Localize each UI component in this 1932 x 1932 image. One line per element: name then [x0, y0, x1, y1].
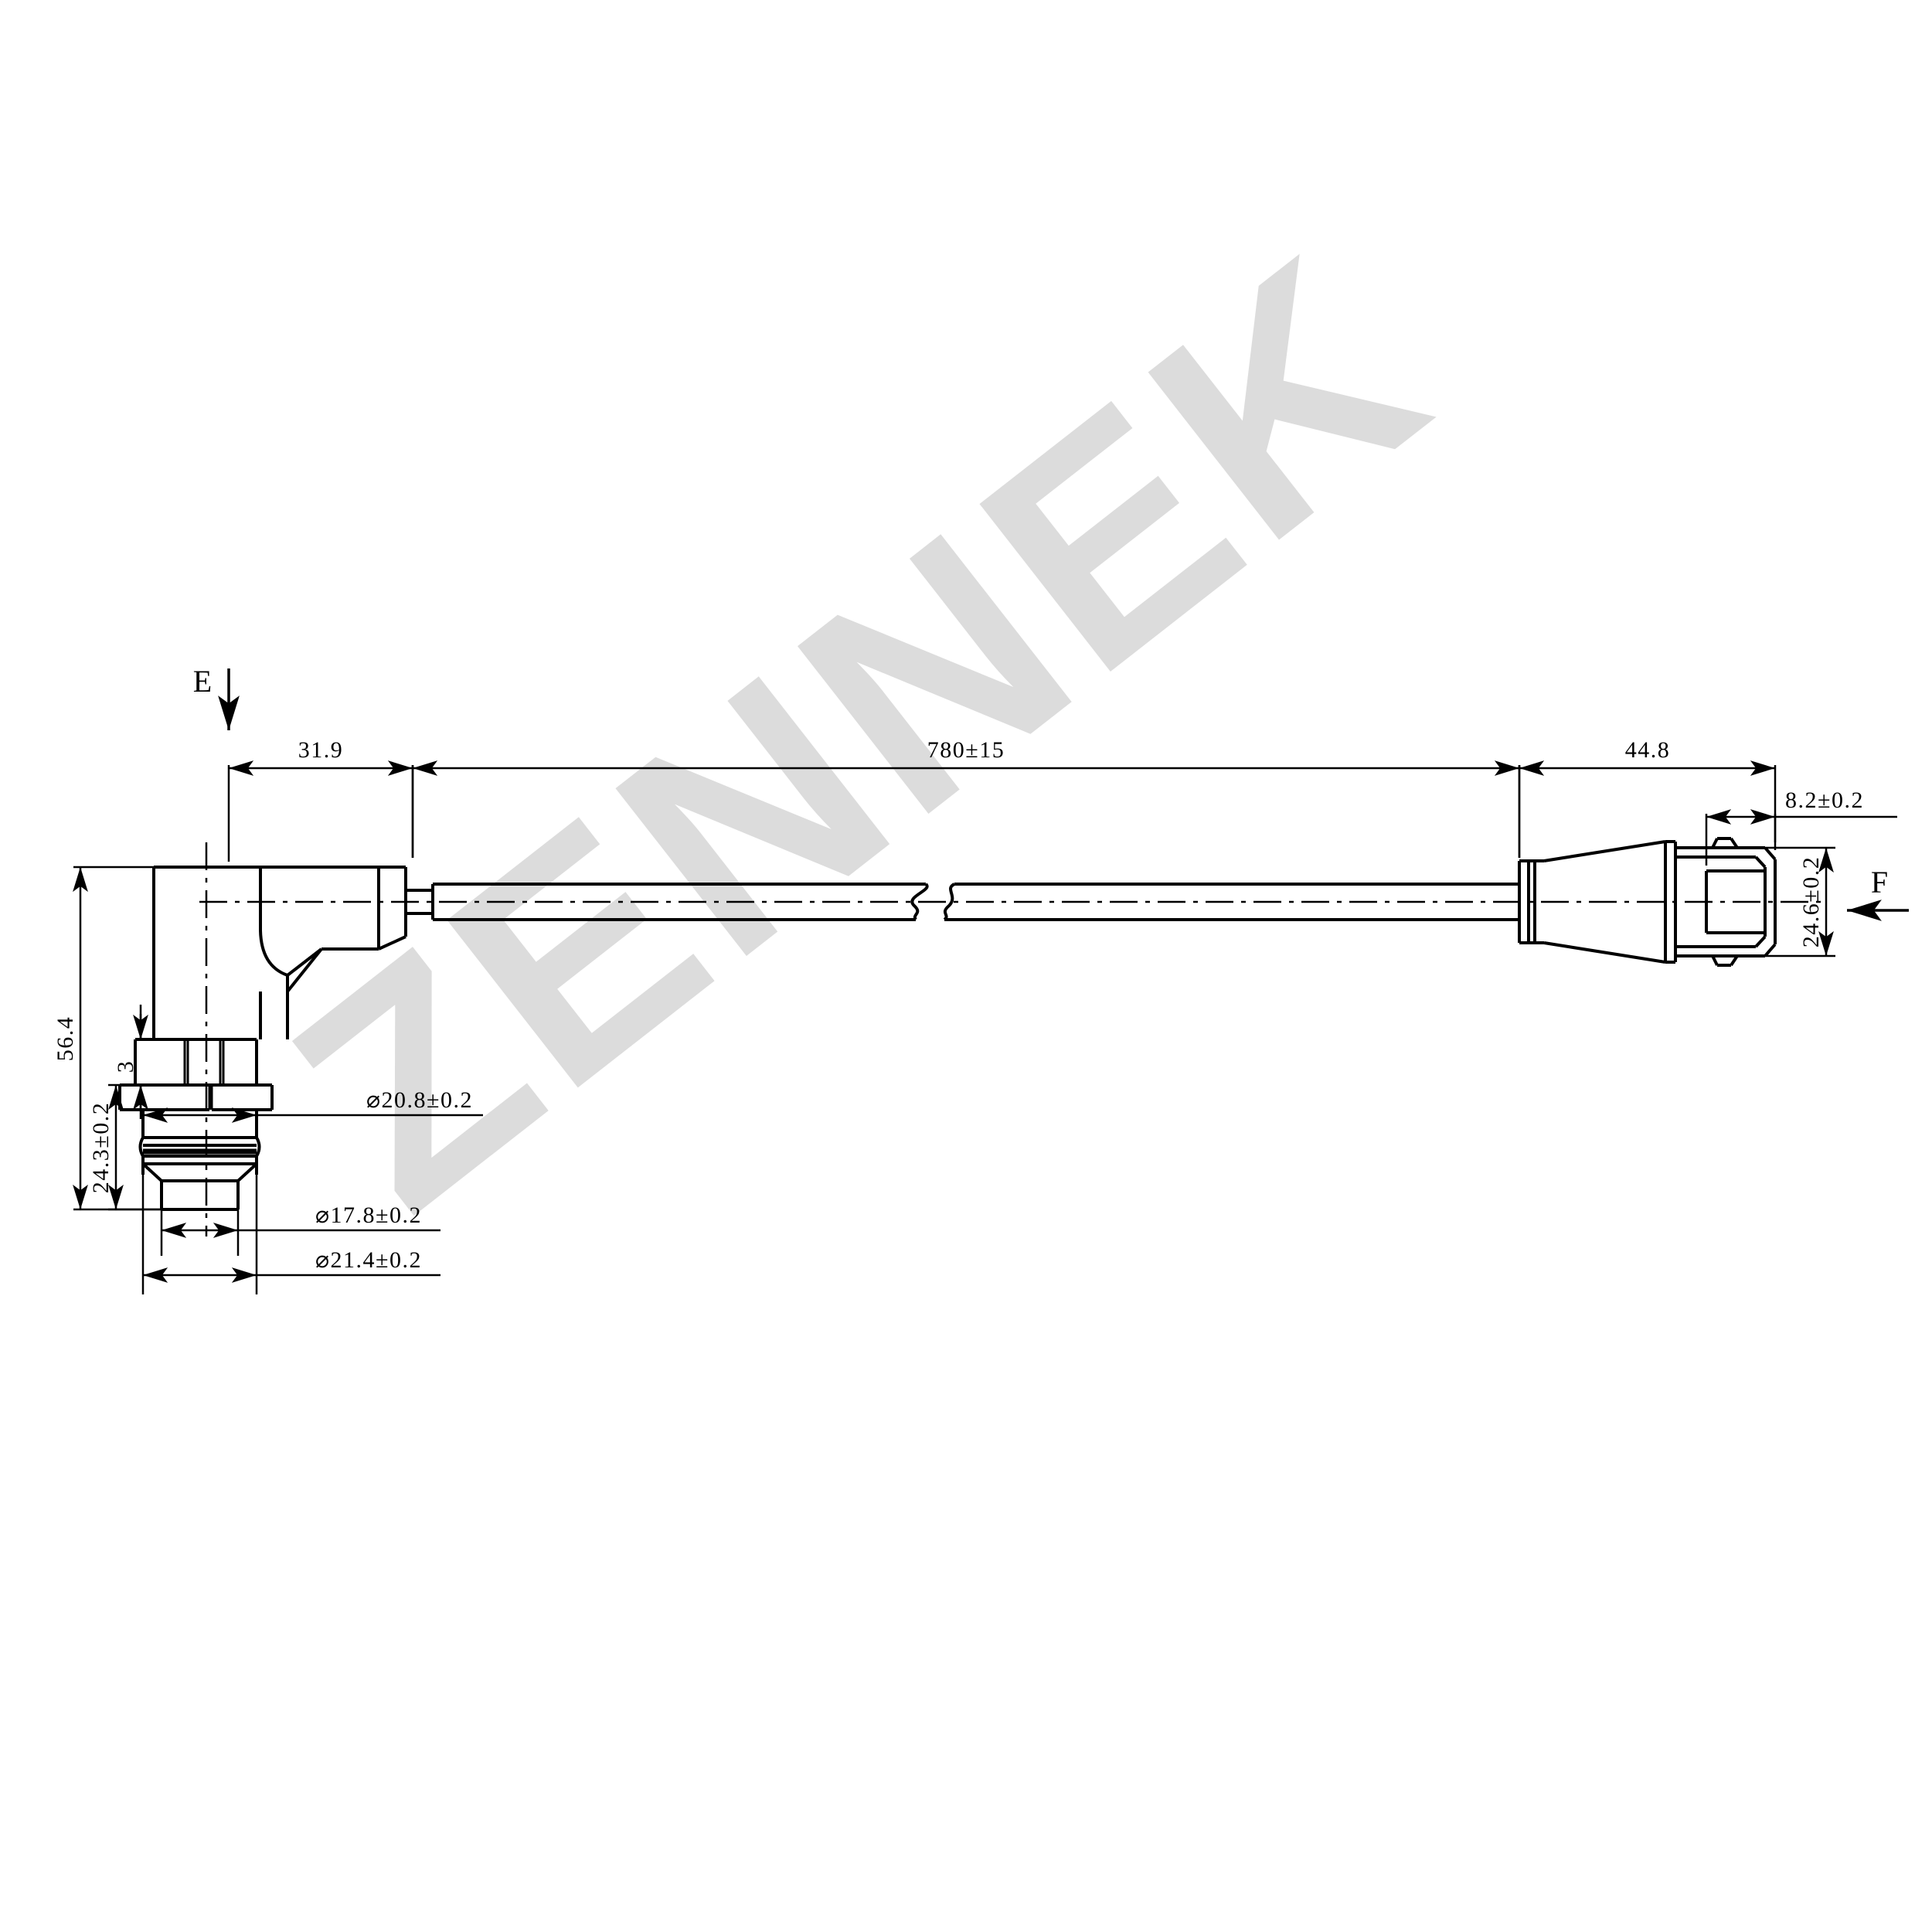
cable-right	[943, 883, 1519, 921]
dim-text-3: 3	[113, 1060, 138, 1073]
dim-text-24-3: 24.3±0.2	[88, 1102, 114, 1193]
dim-31-9	[227, 760, 414, 862]
sensor-shaft-body	[160, 1181, 240, 1211]
dim-8-2	[1705, 809, 1897, 866]
dim-text-44-8: 44.8	[1625, 737, 1671, 763]
dim-text-24-6: 24.6±0.2	[1798, 856, 1824, 947]
dim-text-dia-20-8: ⌀20.8±0.2	[366, 1087, 473, 1113]
dim-text-780: 780±15	[927, 737, 1005, 763]
dim-24-6	[1765, 846, 1835, 957]
dim-dia-17-8	[160, 1209, 440, 1256]
dim-text-31-9: 31.9	[298, 737, 344, 763]
sensor-oring-groove	[138, 1110, 261, 1165]
dim-text-56-4: 56.4	[53, 1016, 78, 1062]
dim-dia-21-4	[141, 1164, 440, 1294]
sensor-flange	[118, 1038, 274, 1111]
dim-text-dia-17-8: ⌀17.8±0.2	[315, 1202, 422, 1228]
dim-dia-20-8	[141, 1107, 483, 1128]
view-label-f: F	[1871, 865, 1888, 900]
cable-left	[433, 883, 929, 921]
view-label-e: E	[193, 664, 212, 699]
dim-text-dia-21-4: ⌀21.4±0.2	[315, 1247, 422, 1273]
dim-text-8-2: 8.2±0.2	[1785, 787, 1864, 813]
dim-24-3	[108, 1083, 166, 1211]
